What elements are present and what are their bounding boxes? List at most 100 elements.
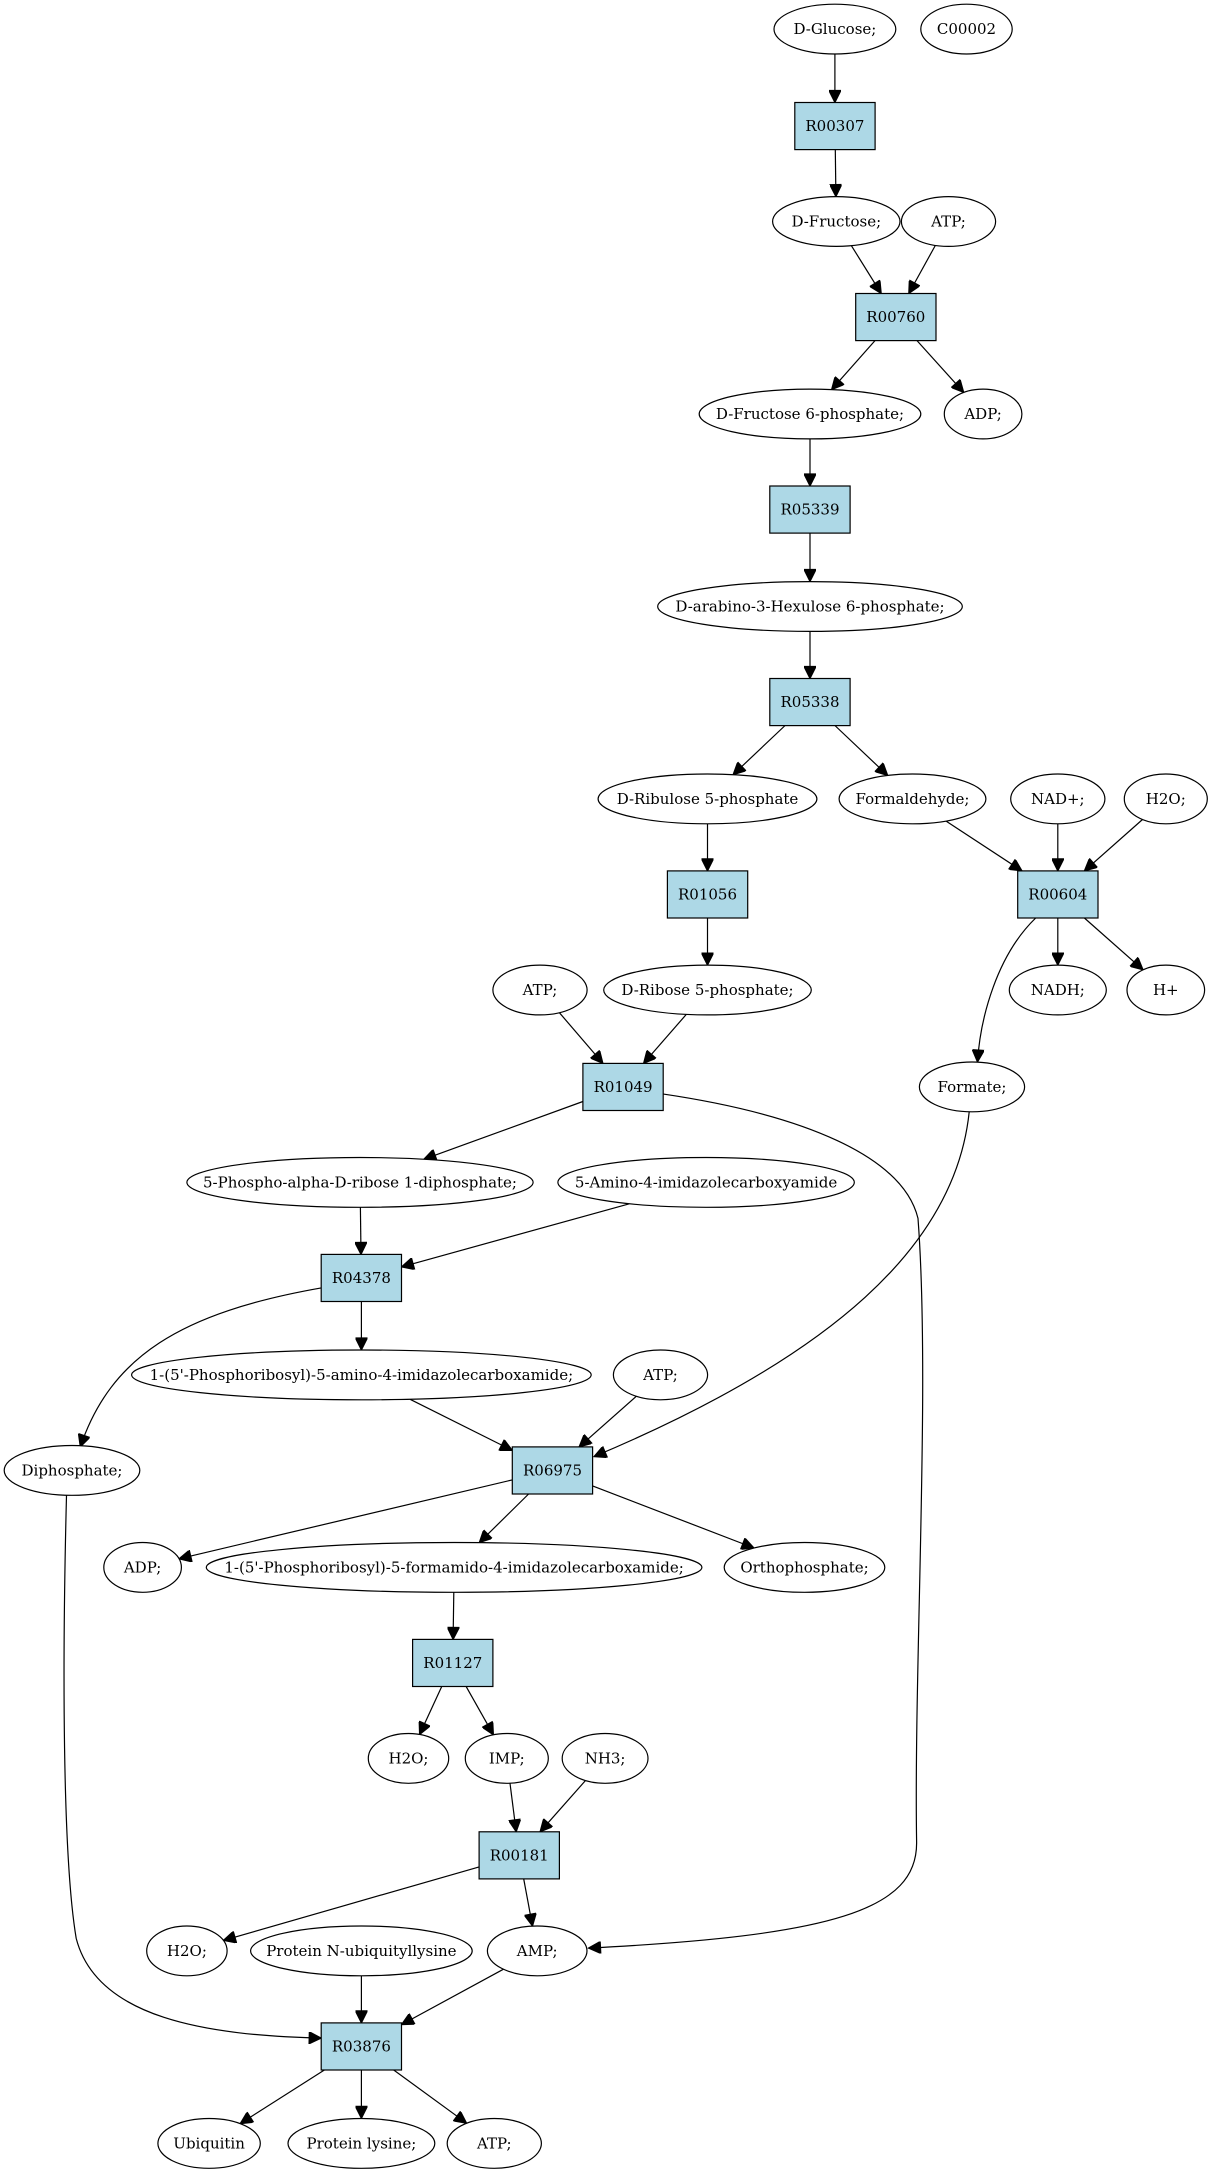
edge-r01049-to-prpp: [424, 1100, 584, 1160]
reaction-box: [794, 101, 876, 151]
compound-node-fructose: D-Fructose;: [771, 196, 901, 248]
compound-ellipse: [557, 1156, 855, 1208]
reaction-box: [769, 677, 851, 727]
edge-r00760-to-adp1: [916, 340, 964, 393]
compound-ellipse: [603, 964, 812, 1016]
reaction-box: [320, 1253, 403, 1303]
compound-ellipse: [130, 1349, 592, 1401]
reaction-box: [582, 1062, 664, 1112]
reaction-node-r00307: R00307: [794, 101, 876, 151]
compound-node-h2o2: H2O;: [367, 1732, 450, 1784]
node-label: D-Ribose 5-phosphate;: [621, 981, 793, 999]
node-label: Orthophosphate;: [740, 1558, 868, 1576]
node-label: R01056: [678, 886, 737, 904]
reaction-box: [666, 870, 749, 919]
edge-amp-to-r03876: [402, 1968, 504, 2024]
compound-node-nadh: NADH;: [1008, 964, 1107, 1016]
edge-r00307-to-fructose: [835, 149, 836, 197]
node-label: ADP;: [963, 405, 1001, 423]
reaction-node-r01056: R01056: [666, 870, 749, 919]
compound-node-adp2: ADP;: [103, 1541, 183, 1593]
compound-node-nh3: NH3;: [561, 1732, 649, 1784]
node-label: R05339: [780, 501, 839, 519]
reaction-node-r00604: R00604: [1017, 870, 1099, 919]
reaction-node-r04378: R04378: [320, 1253, 403, 1303]
edge-r03876-to-ubiquitin: [240, 2069, 325, 2124]
compound-ellipse: [367, 1732, 450, 1784]
node-label: 1-(5'-Phosphoribosyl)-5-amino-4-imidazol…: [150, 1366, 574, 1384]
edge-r5p-to-r01049: [644, 1014, 687, 1063]
compound-ellipse: [3, 1444, 141, 1496]
node-label: NAD+;: [1031, 790, 1085, 808]
compound-node-formaldehyde: Formaldehyde;: [838, 773, 987, 825]
compound-node-plys: Protein lysine;: [287, 2117, 436, 2169]
edge-faicar-to-r01127: [453, 1592, 454, 1639]
compound-ellipse: [1126, 964, 1206, 1016]
compound-ellipse: [943, 388, 1023, 440]
compound-ellipse: [838, 773, 987, 825]
compound-ellipse: [249, 1925, 473, 1977]
compound-ellipse: [446, 2117, 542, 2169]
edge-r04378-to-diphosphate: [80, 1287, 323, 1447]
compound-node-r5p: D-Ribose 5-phosphate;: [603, 964, 812, 1016]
compound-node-imp: IMP;: [464, 1732, 549, 1784]
edge-diphosphate-to-r03876: [63, 1495, 321, 2038]
node-label: R06975: [523, 1461, 582, 1479]
edge-r01127-to-h2o2: [420, 1686, 443, 1734]
edge-r05338-to-formaldehyde: [834, 725, 888, 776]
node-label: R00181: [490, 1846, 549, 1864]
node-label: R00760: [866, 308, 925, 326]
compound-node-diphosphate: Diphosphate;: [3, 1444, 141, 1496]
nodes-layer: D-Glucose;C00002R00307D-Fructose;ATP;R00…: [3, 3, 1208, 2169]
compound-node-aica: 5-Amino-4-imidazolecarboxyamide: [557, 1156, 855, 1208]
reaction-node-r06975: R06975: [511, 1446, 594, 1495]
compound-ellipse: [723, 1541, 886, 1593]
edge-r00604-to-formate: [978, 917, 1037, 1062]
edge-prpp-to-r04378: [360, 1207, 361, 1254]
node-label: 1-(5'-Phosphoribosyl)-5-formamido-4-imid…: [224, 1558, 683, 1576]
reaction-node-r00181: R00181: [478, 1831, 561, 1880]
edge-r06975-to-adp2: [179, 1479, 513, 1559]
reaction-box: [511, 1446, 594, 1495]
node-label: NH3;: [585, 1749, 626, 1767]
node-label: R00604: [1028, 886, 1087, 904]
compound-node-atp4: ATP;: [446, 2117, 542, 2169]
compound-ellipse: [920, 3, 1013, 55]
node-label: AMP;: [516, 1942, 558, 1960]
node-label: H2O;: [1146, 790, 1186, 808]
compound-ellipse: [146, 1925, 228, 1977]
node-label: Protein N-ubiquityllysine: [266, 1942, 456, 1960]
edge-aicar-to-r06975: [409, 1398, 512, 1450]
edge-r00760-to-f6p: [832, 340, 876, 390]
compound-ellipse: [657, 580, 963, 632]
node-label: H2O;: [167, 1942, 207, 1960]
node-label: D-Ribulose 5-phosphate: [617, 790, 799, 808]
edge-r00181-to-h2o3: [223, 1866, 480, 1941]
reaction-node-r00760: R00760: [855, 292, 937, 342]
node-label: Ubiquitin: [173, 2134, 245, 2152]
node-label: R01127: [423, 1654, 482, 1672]
compound-node-atp2: ATP;: [492, 964, 588, 1016]
compound-node-nad: NAD+;: [1010, 773, 1106, 825]
edge-aica-to-r04378: [402, 1203, 630, 1267]
reaction-box: [412, 1638, 494, 1688]
reaction-box: [478, 1831, 561, 1880]
node-label: H+: [1153, 981, 1179, 999]
compound-node-f6p: D-Fructose 6-phosphate;: [698, 388, 922, 440]
compound-ellipse: [157, 2117, 261, 2169]
node-label: R04378: [332, 1269, 391, 1287]
edge-atp3-to-r06975: [579, 1395, 637, 1447]
edge-fructose-to-r00760: [850, 245, 881, 294]
edge-imp-to-r00181: [510, 1783, 516, 1832]
edge-atp2-to-r01049: [558, 1012, 603, 1064]
compound-node-adp1: ADP;: [943, 388, 1023, 440]
compound-ellipse: [900, 196, 997, 248]
node-label: NADH;: [1031, 981, 1085, 999]
edge-formate-to-r06975: [594, 1111, 970, 1457]
node-label: Formaldehyde;: [856, 790, 970, 808]
node-label: 5-Amino-4-imidazolecarboxyamide: [575, 1173, 837, 1191]
compound-ellipse: [464, 1732, 549, 1784]
compound-node-orthophosphate: Orthophosphate;: [723, 1541, 886, 1593]
compound-ellipse: [918, 1061, 1026, 1113]
